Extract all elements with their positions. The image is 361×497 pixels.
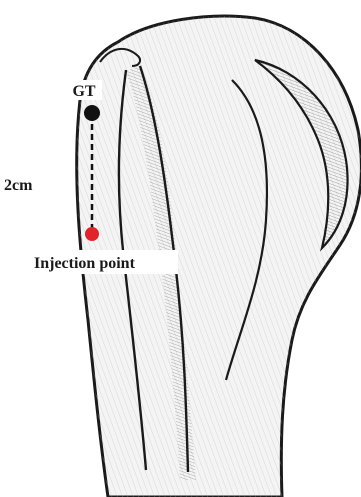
distance-label: 2cm	[4, 177, 33, 194]
gt-label: GT	[72, 83, 95, 100]
injection-point-label: Injection point	[34, 255, 136, 272]
greater-tubercle-dot	[84, 105, 100, 121]
injection-point-dot	[85, 227, 99, 241]
